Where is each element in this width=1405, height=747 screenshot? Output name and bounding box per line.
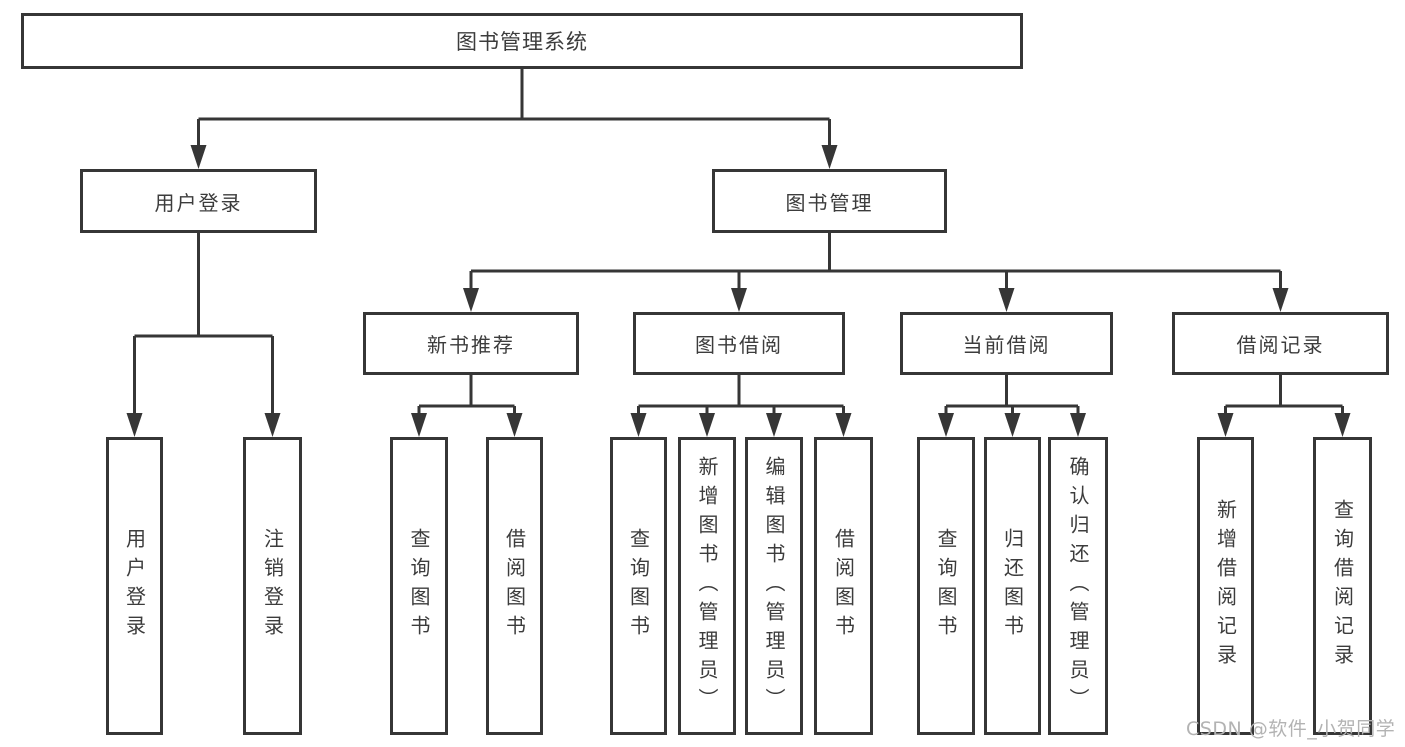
node-label: 图书管理系统 — [456, 30, 588, 54]
connector-book-borrowing-to-leaves — [630, 375, 852, 437]
node-current-borrowing: 当前借阅 — [900, 312, 1113, 375]
node-label: 注销登录 — [260, 528, 285, 644]
node-new-book-recommendation: 新书推荐 — [363, 312, 579, 375]
node-label: 用户登录 — [154, 190, 243, 215]
node-label: 确认归还（管理员） — [1066, 455, 1090, 717]
leaf-user-login: 用户登录 — [106, 437, 163, 735]
leaf-confirm-return-admin: 确认归还（管理员） — [1048, 437, 1108, 735]
leaf-query-books-borrowing: 查询图书 — [610, 437, 667, 735]
node-label: 新书推荐 — [427, 333, 515, 357]
node-library-management-system: 图书管理系统 — [21, 13, 1023, 69]
connector-user-login-to-leaves — [126, 233, 281, 437]
connector-new-book-recommendation-to-leaves — [411, 375, 523, 437]
leaf-borrow-books-borrowing: 借阅图书 — [814, 437, 873, 735]
node-label: 借阅图书 — [831, 528, 856, 644]
leaf-query-books-current: 查询图书 — [917, 437, 975, 735]
leaf-add-book-admin: 新增图书（管理员） — [678, 437, 736, 735]
csdn-watermark: CSDN @软件_小贺同学 — [1186, 718, 1396, 740]
node-user-login: 用户登录 — [80, 169, 317, 233]
node-label: 借阅图书 — [502, 528, 527, 644]
node-book-borrowing: 图书借阅 — [633, 312, 845, 375]
connector-borrowing-records-to-leaves — [1217, 375, 1351, 437]
leaf-logout: 注销登录 — [243, 437, 302, 735]
node-borrowing-records: 借阅记录 — [1172, 312, 1389, 375]
leaf-add-borrow-record: 新增借阅记录 — [1197, 437, 1254, 735]
node-label: 借阅记录 — [1236, 333, 1325, 357]
leaf-query-borrow-record: 查询借阅记录 — [1313, 437, 1372, 735]
node-label: 用户登录 — [122, 528, 147, 644]
connector-current-borrowing-to-leaves — [938, 375, 1086, 437]
node-label: 查询图书 — [626, 528, 651, 644]
node-label: 图书借阅 — [695, 333, 783, 357]
node-label: 新增图书（管理员） — [695, 455, 719, 717]
node-label: 归还图书 — [1000, 528, 1025, 644]
leaf-return-books: 归还图书 — [984, 437, 1041, 735]
leaf-query-books-recommendation: 查询图书 — [390, 437, 448, 735]
leaf-edit-book-admin: 编辑图书（管理员） — [745, 437, 803, 735]
node-label: 图书管理 — [785, 190, 874, 215]
node-label: 查询图书 — [934, 528, 958, 644]
node-label: 查询借阅记录 — [1330, 499, 1355, 673]
node-label: 编辑图书（管理员） — [762, 455, 786, 717]
leaf-borrow-books-recommendation: 借阅图书 — [486, 437, 543, 735]
connector-root-to-level2 — [190, 69, 838, 169]
node-label: 新增借阅记录 — [1213, 499, 1238, 673]
node-label: 查询图书 — [407, 528, 431, 644]
node-label: 当前借阅 — [962, 333, 1051, 357]
connector-book-management-to-level3 — [463, 233, 1289, 312]
node-book-management: 图书管理 — [712, 169, 947, 233]
